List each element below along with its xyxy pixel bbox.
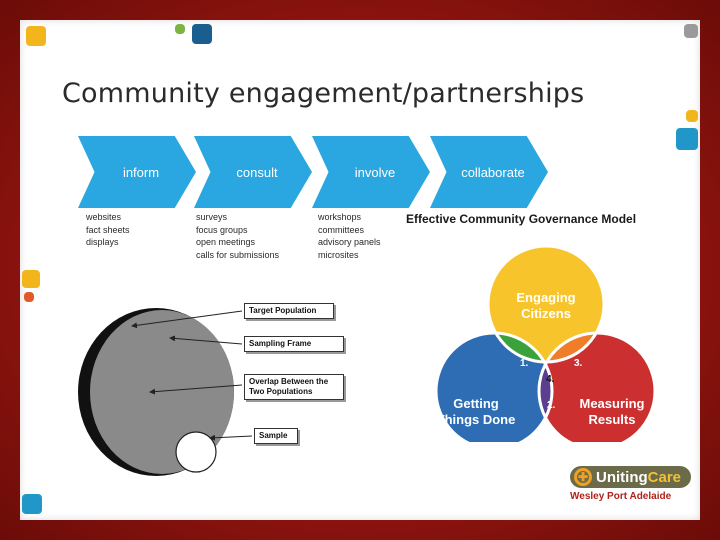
method-item: open meetings	[196, 237, 256, 247]
involve-methods: workshops committees advisory panels mic…	[318, 211, 381, 261]
label-measuring-results-2: Results	[589, 412, 636, 427]
process-step-involve: involve	[312, 136, 430, 208]
circle-getting-things-done	[436, 333, 552, 442]
governance-venn-diagram: Engaging Citizens Getting Things Done Me…	[434, 244, 657, 442]
process-step-label: collaborate	[461, 164, 525, 180]
logo-brand-accent: Care	[647, 468, 682, 486]
governance-model-title: Effective Community Governance Model	[406, 212, 637, 226]
decor-square	[175, 24, 185, 34]
method-item: surveys	[196, 212, 228, 222]
slide-title: Community engagement/partnerships	[62, 78, 585, 109]
method-item: websites	[86, 212, 122, 222]
circle-engaging-citizens	[488, 246, 604, 362]
label-engaging-citizens-2: Citizens	[521, 306, 571, 321]
label-getting-things-done-2: Things Done	[437, 412, 516, 427]
callout-arrows	[131, 310, 253, 441]
method-item: microsites	[318, 249, 359, 260]
logo-brand: Uniting	[596, 468, 648, 486]
decor-square	[192, 24, 212, 44]
region-1-label: 1.	[520, 358, 529, 369]
label-getting-things-done-1: Getting	[453, 396, 499, 411]
process-step-label: inform	[122, 164, 160, 180]
region-3-label: 3.	[574, 358, 583, 369]
decor-square	[26, 26, 46, 46]
method-item: calls for submissions	[196, 249, 280, 260]
consult-methods: surveys focus groups open meetings calls…	[196, 211, 279, 261]
callout-sample: Sample	[254, 428, 298, 444]
method-item: workshops	[318, 212, 362, 222]
cross-ring-icon: ✚	[574, 468, 592, 486]
region-4-label: 4.	[546, 374, 555, 385]
circle-measuring-results	[539, 333, 655, 442]
logo-subtitle: Wesley Port Adelaide	[570, 491, 672, 502]
process-step-consult: consult	[194, 136, 312, 208]
method-item: displays	[86, 237, 119, 247]
label-measuring-results-1: Measuring	[579, 396, 644, 411]
decor-square	[684, 24, 698, 38]
process-step-inform: inform	[78, 136, 196, 208]
sample-shape	[175, 431, 217, 473]
method-item: focus groups	[196, 224, 248, 235]
decor-square	[22, 494, 42, 514]
process-step-collaborate: collaborate	[430, 136, 548, 208]
region-2-label: 2.	[547, 400, 556, 411]
decor-square	[22, 270, 40, 288]
process-step-label: involve	[354, 164, 396, 180]
callout-target-population: Target Population	[244, 303, 334, 319]
method-item: fact sheets	[86, 224, 130, 235]
decor-square	[24, 292, 34, 302]
callout-overlap: Overlap Between the Two Populations	[244, 374, 344, 400]
decor-square	[686, 110, 698, 122]
slide: Community engagement/partnerships inform…	[20, 20, 700, 520]
method-item: committees	[318, 224, 365, 235]
process-step-label: consult	[236, 164, 278, 180]
callout-sampling-frame: Sampling Frame	[244, 336, 344, 352]
label-engaging-citizens-1: Engaging	[516, 290, 575, 305]
decor-square	[676, 128, 698, 150]
method-item: advisory panels	[318, 237, 381, 247]
inform-methods: websites fact sheets displays	[86, 211, 130, 249]
